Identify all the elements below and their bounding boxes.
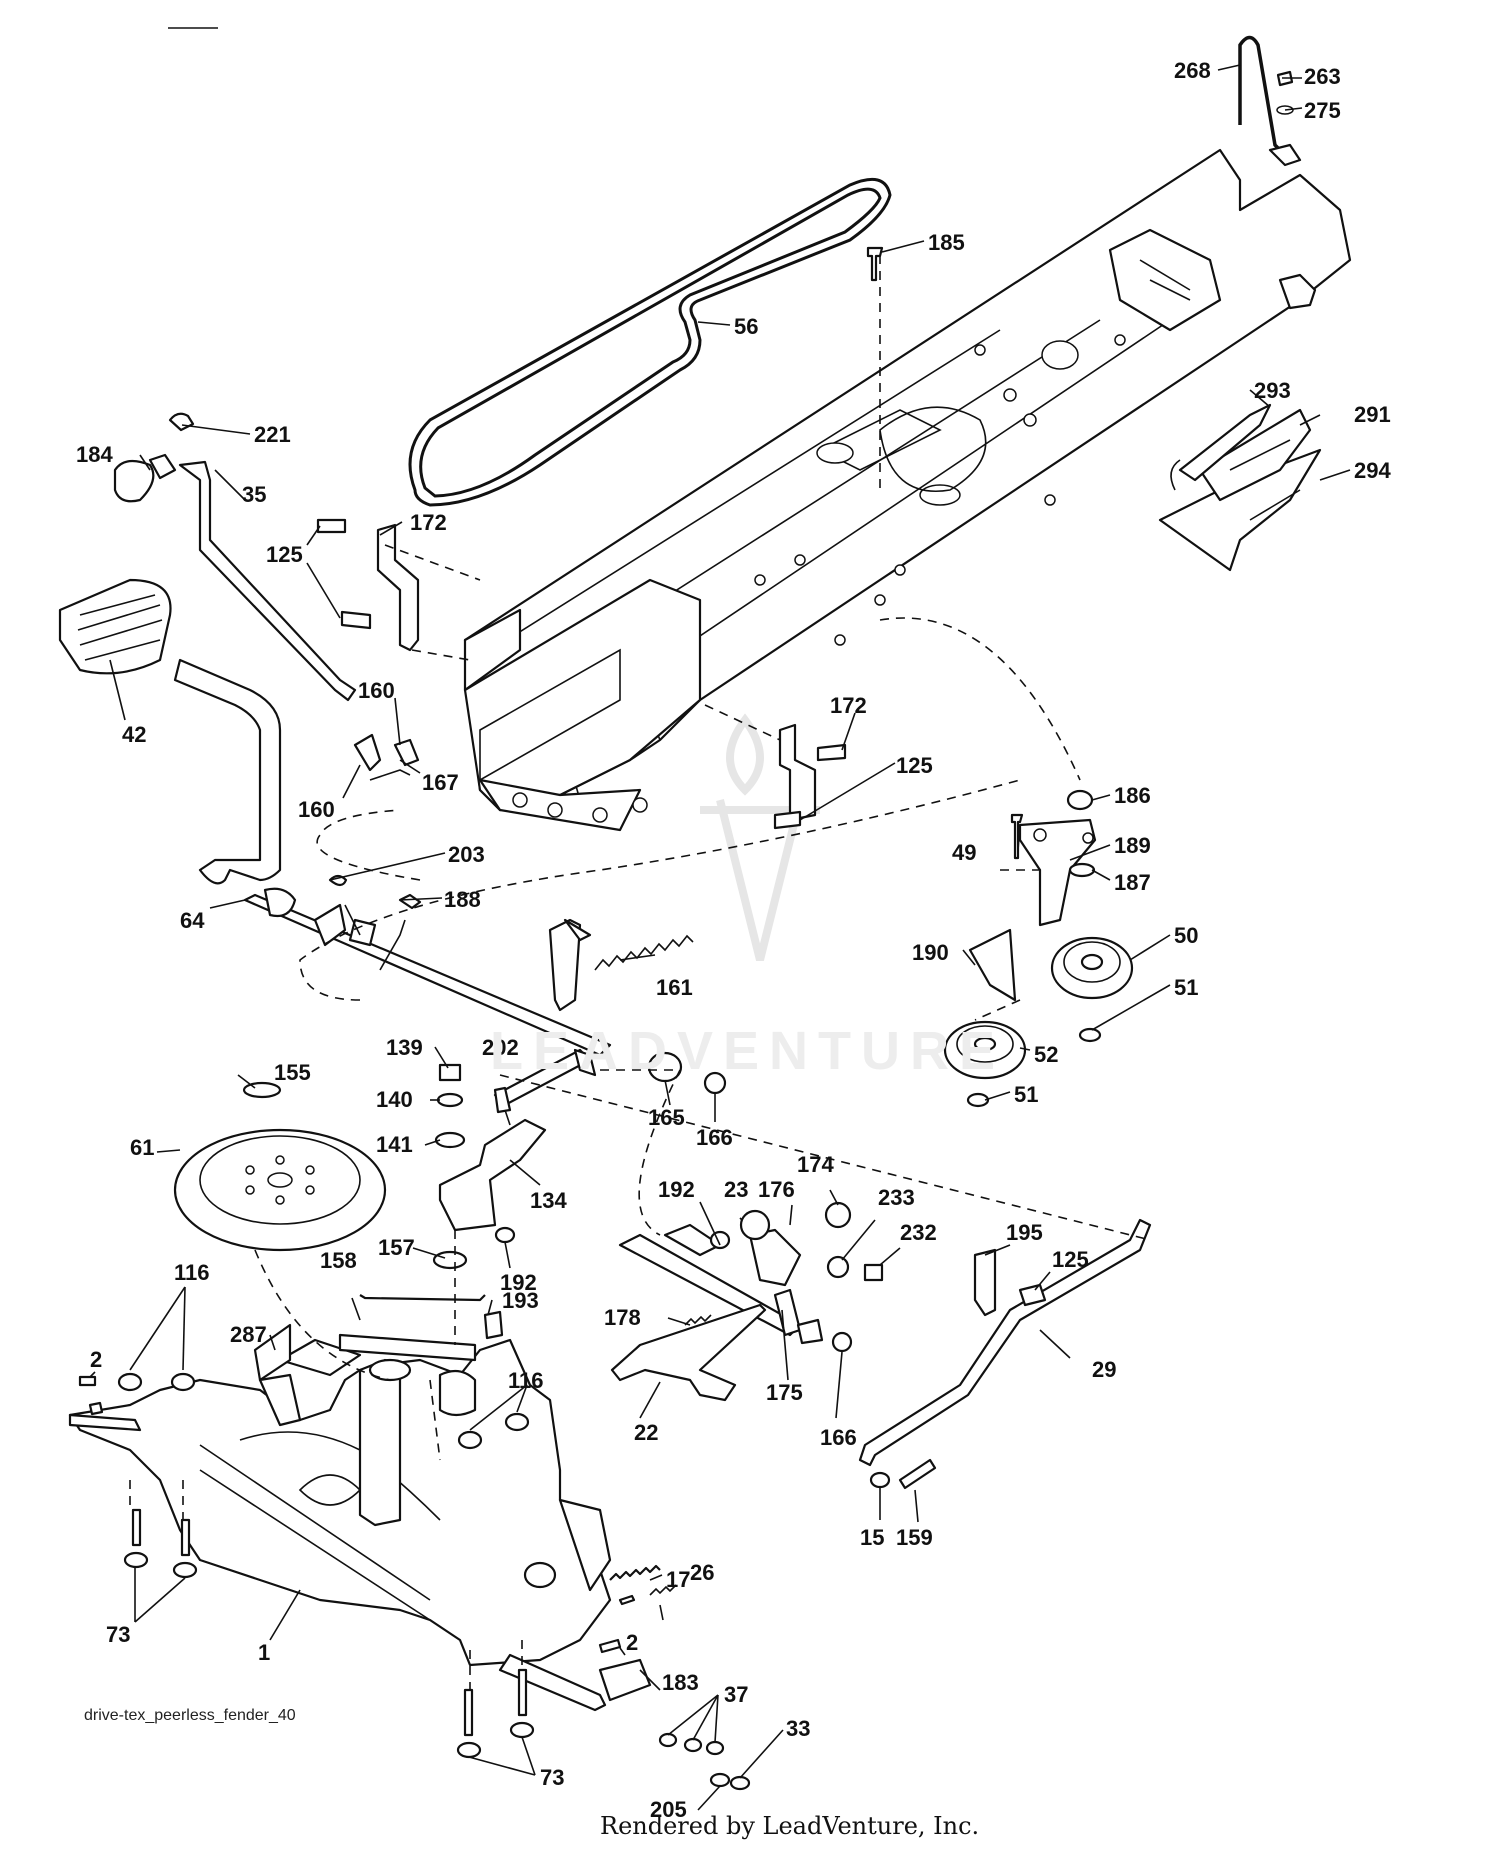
callout-176: 176	[758, 1177, 795, 1202]
belt-guide-assembly	[1158, 403, 1322, 572]
control-linkage	[432, 1048, 727, 1270]
callout-labels: 268 263 275 185 56 293 291 294 221 184 3…	[76, 58, 1391, 1822]
callout-61: 61	[130, 1135, 154, 1160]
idler-pulleys	[943, 789, 1134, 1108]
callout-35: 35	[242, 482, 266, 507]
callout-166: 166	[696, 1125, 733, 1150]
leader-lines	[89, 64, 1351, 1811]
callout-159: 159	[896, 1525, 933, 1550]
callout-51: 51	[1174, 975, 1198, 1000]
brake-pedal-assembly	[58, 412, 357, 885]
callout-190: 190	[912, 940, 949, 965]
frame-brackets	[316, 518, 847, 830]
render-credit: Rendered by LeadVenture, Inc.	[600, 1812, 980, 1840]
callout-160: 160	[358, 678, 395, 703]
watermark-text: LEADVENTURE	[490, 1021, 1006, 1081]
callout-175: 175	[766, 1380, 803, 1405]
callout-51b: 51	[1014, 1082, 1038, 1107]
callout-17: 17	[666, 1567, 690, 1592]
callout-155: 155	[274, 1060, 311, 1085]
callout-125: 125	[266, 542, 303, 567]
callout-56: 56	[734, 314, 758, 339]
callout-165: 165	[648, 1105, 685, 1130]
callout-22: 22	[634, 1420, 658, 1445]
callout-140: 140	[376, 1087, 413, 1112]
callout-192: 192	[500, 1270, 537, 1295]
bolt-185	[866, 246, 884, 282]
callout-268: 268	[1174, 58, 1211, 83]
callout-294: 294	[1354, 458, 1391, 483]
callout-172: 172	[410, 510, 447, 535]
callout-141: 141	[376, 1132, 413, 1157]
drive-pulley	[173, 1081, 387, 1252]
callout-2b: 2	[626, 1630, 638, 1655]
callout-1: 1	[258, 1640, 270, 1665]
callout-174: 174	[797, 1152, 834, 1177]
callout-291: 291	[1354, 402, 1391, 427]
callout-125c: 125	[1052, 1247, 1089, 1272]
callout-15: 15	[860, 1525, 884, 1550]
callout-52: 52	[1034, 1042, 1058, 1067]
callout-167: 167	[422, 770, 459, 795]
callout-73: 73	[106, 1622, 130, 1647]
callout-221: 221	[254, 422, 291, 447]
callout-172b: 172	[830, 693, 867, 718]
callout-185: 185	[928, 230, 965, 255]
callout-37: 37	[724, 1682, 748, 1707]
callout-263: 263	[1304, 64, 1341, 89]
callout-193: 193	[502, 1288, 539, 1313]
drive-belt	[408, 177, 892, 507]
callout-73b: 73	[540, 1765, 564, 1790]
callout-42: 42	[122, 722, 146, 747]
callout-186: 186	[1114, 783, 1151, 808]
callout-49: 49	[952, 840, 976, 865]
diagram-file-name: drive-tex_peerless_fender_40	[84, 1707, 296, 1724]
callout-139: 139	[386, 1035, 423, 1060]
callout-166b: 166	[820, 1425, 857, 1450]
watermark-logo	[700, 713, 820, 961]
spring-161	[594, 934, 694, 971]
callout-183: 183	[662, 1670, 699, 1695]
callout-160b: 160	[298, 797, 335, 822]
callout-23: 23	[724, 1177, 748, 1202]
callout-116: 116	[174, 1260, 210, 1285]
callout-184: 184	[76, 442, 113, 467]
callout-178: 178	[604, 1305, 641, 1330]
callout-287: 287	[230, 1322, 267, 1347]
chain-assembly	[1238, 35, 1302, 167]
callout-203: 203	[448, 842, 485, 867]
callout-293: 293	[1254, 378, 1291, 403]
callout-157: 157	[378, 1235, 415, 1260]
callout-29: 29	[1092, 1357, 1116, 1382]
callout-161: 161	[656, 975, 693, 1000]
chassis-frame	[463, 148, 1352, 832]
control-rod-29	[858, 1218, 1152, 1490]
callout-188: 188	[444, 887, 481, 912]
transaxle	[68, 1294, 612, 1712]
callout-26: 26	[690, 1560, 714, 1585]
callout-50: 50	[1174, 923, 1198, 948]
callout-195: 195	[1006, 1220, 1043, 1245]
callout-2: 2	[90, 1347, 102, 1372]
callout-158: 158	[320, 1248, 357, 1273]
callout-33: 33	[786, 1716, 810, 1741]
callout-64: 64	[180, 908, 205, 933]
callout-275: 275	[1304, 98, 1341, 123]
callout-232: 232	[900, 1220, 937, 1245]
callout-233: 233	[878, 1185, 915, 1210]
callout-205: 205	[650, 1797, 687, 1822]
shift-assembly	[610, 1201, 884, 1402]
routing-lines	[129, 255, 1151, 1690]
callout-202: 202	[482, 1035, 519, 1060]
callout-116b: 116	[508, 1368, 544, 1393]
callout-187: 187	[1114, 870, 1151, 895]
brake-shaft-assembly	[243, 733, 612, 1057]
callout-192b: 192	[658, 1177, 695, 1202]
callout-134: 134	[530, 1188, 567, 1213]
callout-125b: 125	[896, 753, 933, 778]
callout-189: 189	[1114, 833, 1151, 858]
